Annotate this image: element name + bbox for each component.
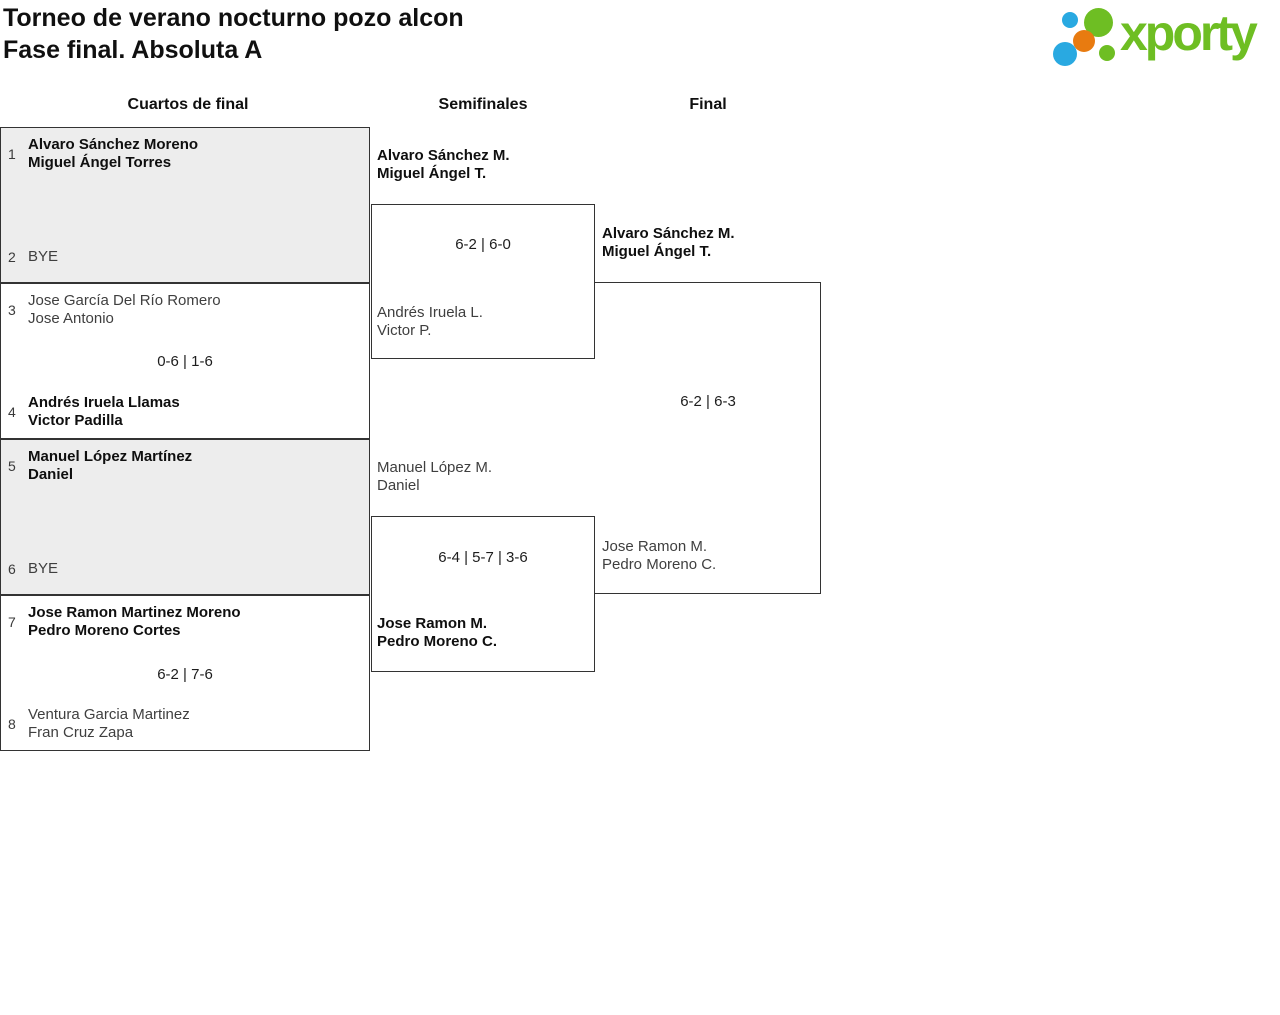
player-name: Miguel Ángel T.	[377, 165, 487, 182]
logo-dot-icon	[1073, 30, 1095, 52]
player-name: Miguel Ángel Torres	[28, 154, 172, 171]
team-slot: 3 Jose García Del Río Romero Jose Antoni…	[8, 292, 221, 328]
match-quarterfinal-1	[0, 127, 370, 283]
team-slot: Jose Ramon M. Pedro Moreno C.	[377, 615, 497, 651]
logo-dot-icon	[1099, 45, 1115, 61]
phase-name: Fase final. Absoluta A	[3, 36, 263, 64]
team-names: Alvaro Sánchez Moreno Miguel Ángel Torre…	[28, 136, 198, 172]
match-semifinal-1	[371, 204, 595, 359]
match-quarterfinal-4	[0, 595, 370, 751]
team-slot: 1 Alvaro Sánchez Moreno Miguel Ángel Tor…	[8, 136, 198, 172]
team-names: Ventura Garcia Martinez Fran Cruz Zapa	[28, 706, 190, 742]
player-name: Ventura Garcia Martinez	[28, 706, 190, 723]
xporty-logo: xporty	[1050, 0, 1280, 72]
round-header-final: Final	[689, 96, 727, 113]
team-slot: 7 Jose Ramon Martinez Moreno Pedro Moren…	[8, 604, 241, 640]
player-name: Daniel	[377, 477, 420, 494]
player-name: Jose Ramon M.	[602, 538, 708, 555]
team-names: Andrés Iruela Llamas Victor Padilla	[28, 394, 180, 430]
player-name: Jose Ramon M.	[377, 615, 488, 632]
team-names: Alvaro Sánchez M. Miguel Ángel T.	[602, 225, 735, 261]
player-name: Daniel	[28, 466, 74, 483]
team-slot: Jose Ramon M. Pedro Moreno C.	[602, 538, 716, 574]
team-names: BYE	[28, 560, 58, 578]
team-slot: Manuel López M. Daniel	[377, 459, 492, 495]
team-names: Andrés Iruela L. Victor P.	[377, 304, 483, 340]
match-score: 0-6 | 1-6	[157, 353, 213, 370]
bye-label: BYE	[28, 248, 59, 265]
player-name: Andrés Iruela Llamas	[28, 394, 180, 411]
team-slot: 6 BYE	[8, 560, 58, 578]
player-name: Andrés Iruela L.	[377, 304, 483, 321]
player-name: Alvaro Sánchez Moreno	[28, 136, 199, 153]
seed-number: 8	[8, 716, 16, 732]
team-slot: 4 Andrés Iruela Llamas Victor Padilla	[8, 394, 180, 430]
tournament-name: Torneo de verano nocturno pozo alcon	[3, 4, 464, 32]
team-names: Jose Ramon M. Pedro Moreno C.	[377, 615, 497, 651]
team-names: Jose Ramon M. Pedro Moreno C.	[602, 538, 716, 574]
team-slot: 8 Ventura Garcia Martinez Fran Cruz Zapa	[8, 706, 190, 742]
match-quarterfinal-2	[0, 283, 370, 439]
match-score: 6-2 | 6-3	[680, 393, 736, 410]
seed-number: 5	[8, 458, 16, 474]
player-name: Miguel Ángel T.	[602, 243, 712, 260]
team-names: Manuel López M. Daniel	[377, 459, 492, 495]
seed-number: 4	[8, 404, 16, 420]
player-name: Fran Cruz Zapa	[28, 724, 134, 741]
player-name: Pedro Moreno C.	[602, 556, 717, 573]
logo-wordmark: xporty	[1120, 5, 1258, 61]
seed-number: 1	[8, 146, 16, 162]
match-score: 6-4 | 5-7 | 3-6	[438, 549, 528, 566]
seed-number: 7	[8, 614, 16, 630]
player-name: Jose Ramon Martinez Moreno	[28, 604, 241, 621]
match-final	[595, 282, 821, 594]
team-slot: 5 Manuel López Martínez Daniel	[8, 448, 192, 484]
player-name: Manuel López M.	[377, 459, 493, 476]
team-slot: Alvaro Sánchez M. Miguel Ángel T.	[377, 147, 510, 183]
player-name: Alvaro Sánchez M.	[602, 225, 735, 242]
match-score: 6-2 | 7-6	[157, 666, 213, 683]
player-name: Manuel López Martínez	[28, 448, 193, 465]
logo-dot-icon	[1053, 42, 1077, 66]
match-quarterfinal-3	[0, 439, 370, 595]
page-title: Torneo de verano nocturno pozo alcon Fas…	[3, 2, 464, 66]
seed-number: 3	[8, 302, 16, 318]
round-header-semifinales: Semifinales	[438, 96, 528, 113]
round-header-cuartos: Cuartos de final	[127, 96, 249, 113]
team-names: Manuel López Martínez Daniel	[28, 448, 192, 484]
logo-dot-icon	[1062, 12, 1078, 28]
team-names: Jose Ramon Martinez Moreno Pedro Moreno …	[28, 604, 241, 640]
match-score: 6-2 | 6-0	[455, 236, 511, 253]
player-name: Pedro Moreno Cortes	[28, 622, 181, 639]
player-name: Jose García Del Río Romero	[28, 292, 221, 309]
bye-label: BYE	[28, 560, 59, 577]
team-names: Jose García Del Río Romero Jose Antonio	[28, 292, 221, 328]
team-names: BYE	[28, 248, 58, 266]
seed-number: 2	[8, 249, 16, 265]
player-name: Pedro Moreno C.	[377, 633, 498, 650]
team-slot: Alvaro Sánchez M. Miguel Ángel T.	[602, 225, 735, 261]
player-name: Victor Padilla	[28, 412, 123, 429]
match-semifinal-2	[371, 516, 595, 672]
player-name: Victor P.	[377, 322, 432, 339]
team-slot: 2 BYE	[8, 248, 58, 266]
team-slot: Andrés Iruela L. Victor P.	[377, 304, 483, 340]
player-name: Alvaro Sánchez M.	[377, 147, 510, 164]
player-name: Jose Antonio	[28, 310, 114, 327]
seed-number: 6	[8, 561, 16, 577]
team-names: Alvaro Sánchez M. Miguel Ángel T.	[377, 147, 510, 183]
